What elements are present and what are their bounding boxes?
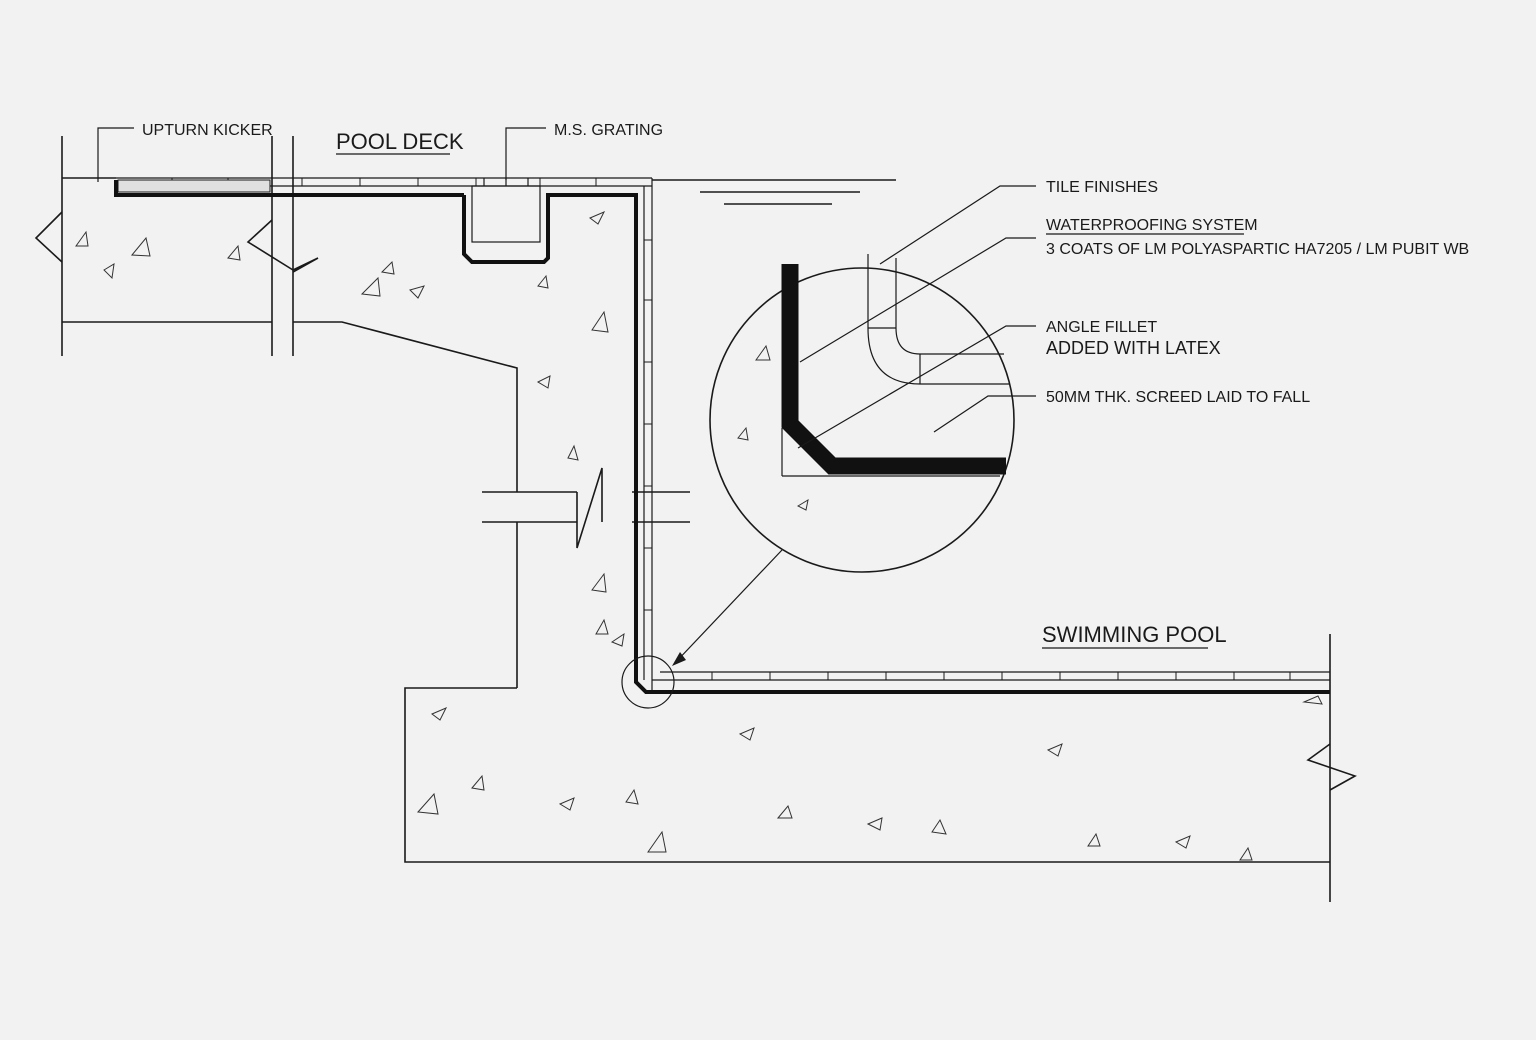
- tile-joints: [171, 178, 1291, 680]
- drain-channel-grating: [471, 178, 541, 243]
- screed-label: 50MM THK. SCREED LAID TO FALL: [1046, 389, 1310, 406]
- tile-finishes-label: TILE FINISHES: [1046, 179, 1158, 196]
- added-with-latex-label: ADDED WITH LATEX: [1046, 338, 1221, 358]
- waterproofing-membrane: [114, 180, 1330, 694]
- pool-deck-label: POOL DECK: [336, 129, 464, 154]
- waterproofing-system-label: WATERPROOFING SYSTEM: [1046, 217, 1258, 234]
- concrete-aggregate-hatching: [75, 211, 1323, 861]
- angle-fillet-label: ANGLE FILLET: [1046, 319, 1157, 336]
- waterproofing-coats-label: 3 COATS OF LM POLYASPARTIC HA7205 / LM P…: [1046, 241, 1469, 258]
- leader-lines: [97, 127, 1244, 649]
- structure-outline: [34, 136, 1357, 902]
- magnified-detail-circle: [709, 254, 1015, 573]
- ms-grating-label: M.S. GRATING: [554, 122, 663, 139]
- upturn-kicker-label: UPTURN KICKER: [142, 122, 273, 139]
- upturn-kicker-strip: [117, 179, 271, 193]
- swimming-pool-label: SWIMMING POOL: [1042, 622, 1227, 647]
- detail-callout: [621, 549, 783, 709]
- annotation-labels: UPTURN KICKER POOL DECK M.S. GRATING TIL…: [142, 122, 1469, 647]
